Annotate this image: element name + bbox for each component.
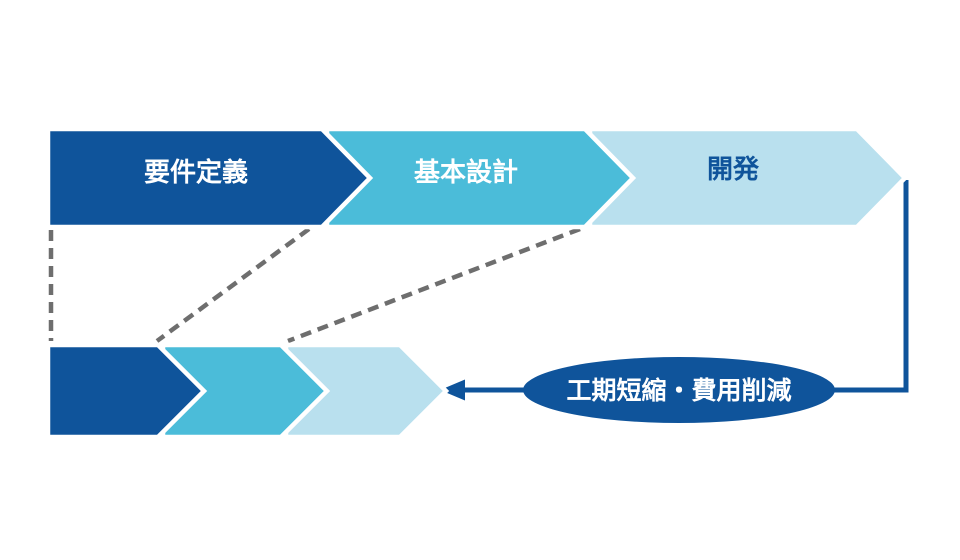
chevron-requirements-short — [45, 342, 208, 440]
stage-label-requirements: 要件定義 — [144, 157, 248, 187]
callout-label: 工期短縮・費用削減 — [566, 376, 791, 405]
mapping-lines — [48, 226, 581, 344]
top-process-row: 要件定義 基本設計 開発 — [45, 126, 909, 230]
stage-label-development: 開発 — [707, 154, 760, 184]
chevron-requirements — [45, 126, 374, 230]
callout-ellipse — [523, 357, 835, 423]
bottom-process-row — [45, 342, 450, 440]
connector-arrowhead-icon — [440, 379, 465, 401]
dashed-line-stage1-boundary — [155, 227, 311, 343]
benefit-callout: 工期短縮・費用削減 — [523, 357, 835, 423]
dashed-line-stage2-boundary — [287, 226, 581, 344]
stage-label-basic-design: 基本設計 — [414, 157, 518, 187]
